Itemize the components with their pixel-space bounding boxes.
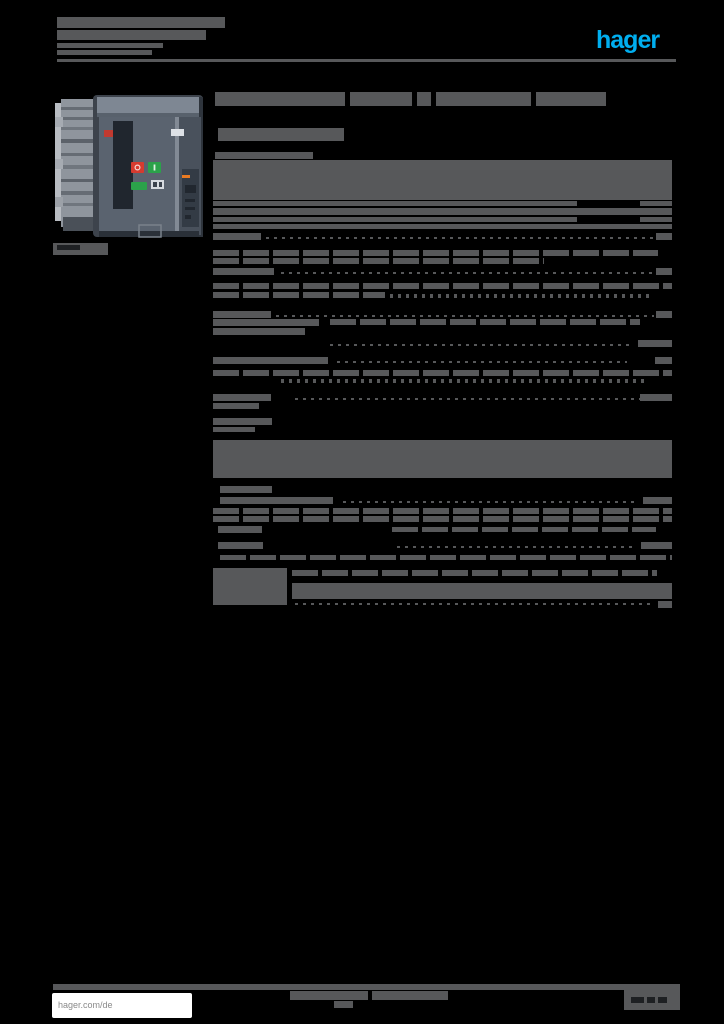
spec-value-bar bbox=[658, 601, 672, 608]
paragraph-line bbox=[640, 217, 672, 222]
section-heading-bar bbox=[215, 152, 313, 159]
spec-label-bar bbox=[218, 542, 263, 549]
dotted-leader bbox=[281, 379, 649, 383]
footer-page-text bbox=[631, 997, 644, 1003]
page-subtitle-bar bbox=[218, 128, 344, 141]
spec-label-bar bbox=[213, 427, 255, 432]
breaker-off-button bbox=[131, 162, 144, 173]
spec-label-bar bbox=[220, 497, 333, 504]
header-title-bar bbox=[57, 30, 206, 40]
spec-label-bar bbox=[220, 486, 272, 493]
footer-page-text bbox=[647, 997, 655, 1003]
image-caption-text bbox=[57, 245, 80, 250]
dotted-leader bbox=[397, 546, 637, 548]
spec-label-bar bbox=[213, 418, 272, 425]
spec-label-bar bbox=[213, 233, 261, 240]
spec-value-bar bbox=[656, 268, 672, 275]
paragraph-block bbox=[292, 583, 672, 599]
spec-value-bar bbox=[640, 394, 672, 401]
breaker-charge-button bbox=[131, 182, 147, 190]
dotted-leader bbox=[295, 603, 655, 605]
footer-website-link[interactable]: hager.com/de bbox=[58, 1000, 113, 1010]
paragraph-line bbox=[213, 208, 672, 215]
product-image bbox=[55, 95, 203, 238]
text-line bbox=[330, 319, 640, 325]
spec-value-bar bbox=[643, 497, 672, 504]
spec-label-bar bbox=[213, 403, 259, 409]
text-line bbox=[213, 370, 672, 376]
spec-label-bar bbox=[218, 526, 262, 533]
paragraph-block bbox=[213, 160, 672, 200]
footer-page-text bbox=[658, 997, 667, 1003]
paragraph-line bbox=[213, 224, 672, 229]
text-line bbox=[213, 516, 672, 522]
page-title-bar bbox=[436, 92, 531, 106]
dotted-leader bbox=[390, 294, 654, 298]
spec-label-bar bbox=[213, 319, 319, 326]
page-title-bar bbox=[536, 92, 606, 106]
page-title-bar bbox=[350, 92, 412, 106]
spec-value-bar bbox=[655, 357, 672, 364]
breaker-status-led bbox=[104, 130, 113, 137]
paragraph-block bbox=[213, 440, 672, 478]
dotted-leader bbox=[343, 501, 639, 503]
breaker-trip-unit bbox=[182, 169, 199, 227]
spec-value-bar bbox=[656, 311, 672, 318]
header-title-bar bbox=[57, 17, 225, 28]
breaker-handle-slot bbox=[138, 224, 162, 238]
text-line bbox=[292, 570, 657, 576]
spec-value-bar bbox=[656, 233, 672, 240]
dotted-leader bbox=[337, 361, 627, 363]
header-rule bbox=[57, 59, 676, 62]
header-subtitle-bar bbox=[57, 43, 163, 48]
breaker-left-mechanism bbox=[55, 99, 97, 231]
dotted-leader bbox=[266, 237, 654, 239]
breaker-on-button bbox=[148, 162, 161, 173]
footer-center-text bbox=[372, 991, 448, 1000]
page-title-bar bbox=[417, 92, 431, 106]
spec-value-bar bbox=[638, 340, 672, 347]
dotted-leader bbox=[276, 315, 654, 317]
dotted-leader bbox=[281, 272, 654, 274]
text-line bbox=[220, 555, 672, 560]
brand-logo: hager bbox=[596, 26, 660, 54]
text-line bbox=[392, 527, 656, 532]
dotted-leader bbox=[330, 344, 630, 346]
text-line bbox=[213, 258, 544, 264]
footer-website-box: hager.com/de bbox=[52, 993, 192, 1018]
dotted-leader bbox=[295, 398, 640, 400]
footer-center-text bbox=[290, 991, 368, 1000]
text-line bbox=[213, 292, 385, 298]
spec-label-bar bbox=[213, 268, 274, 275]
spec-label-bar bbox=[213, 357, 328, 364]
breaker-nameplate bbox=[171, 129, 184, 136]
text-line bbox=[213, 283, 672, 289]
text-line bbox=[213, 250, 658, 256]
paragraph-line bbox=[213, 217, 577, 222]
spec-label-block bbox=[213, 568, 287, 605]
page-title-bar bbox=[215, 92, 345, 106]
spec-label-bar bbox=[213, 394, 271, 401]
spec-label-bar bbox=[213, 311, 271, 318]
text-line bbox=[213, 508, 672, 514]
footer-bar bbox=[53, 984, 680, 990]
paragraph-line bbox=[640, 201, 672, 206]
breaker-indicator-window bbox=[151, 180, 164, 189]
spec-value-bar bbox=[641, 542, 672, 549]
spec-label-bar bbox=[213, 328, 305, 335]
paragraph-line bbox=[213, 201, 577, 206]
header-subtitle-bar bbox=[57, 50, 152, 55]
footer-center-text bbox=[334, 1001, 353, 1008]
